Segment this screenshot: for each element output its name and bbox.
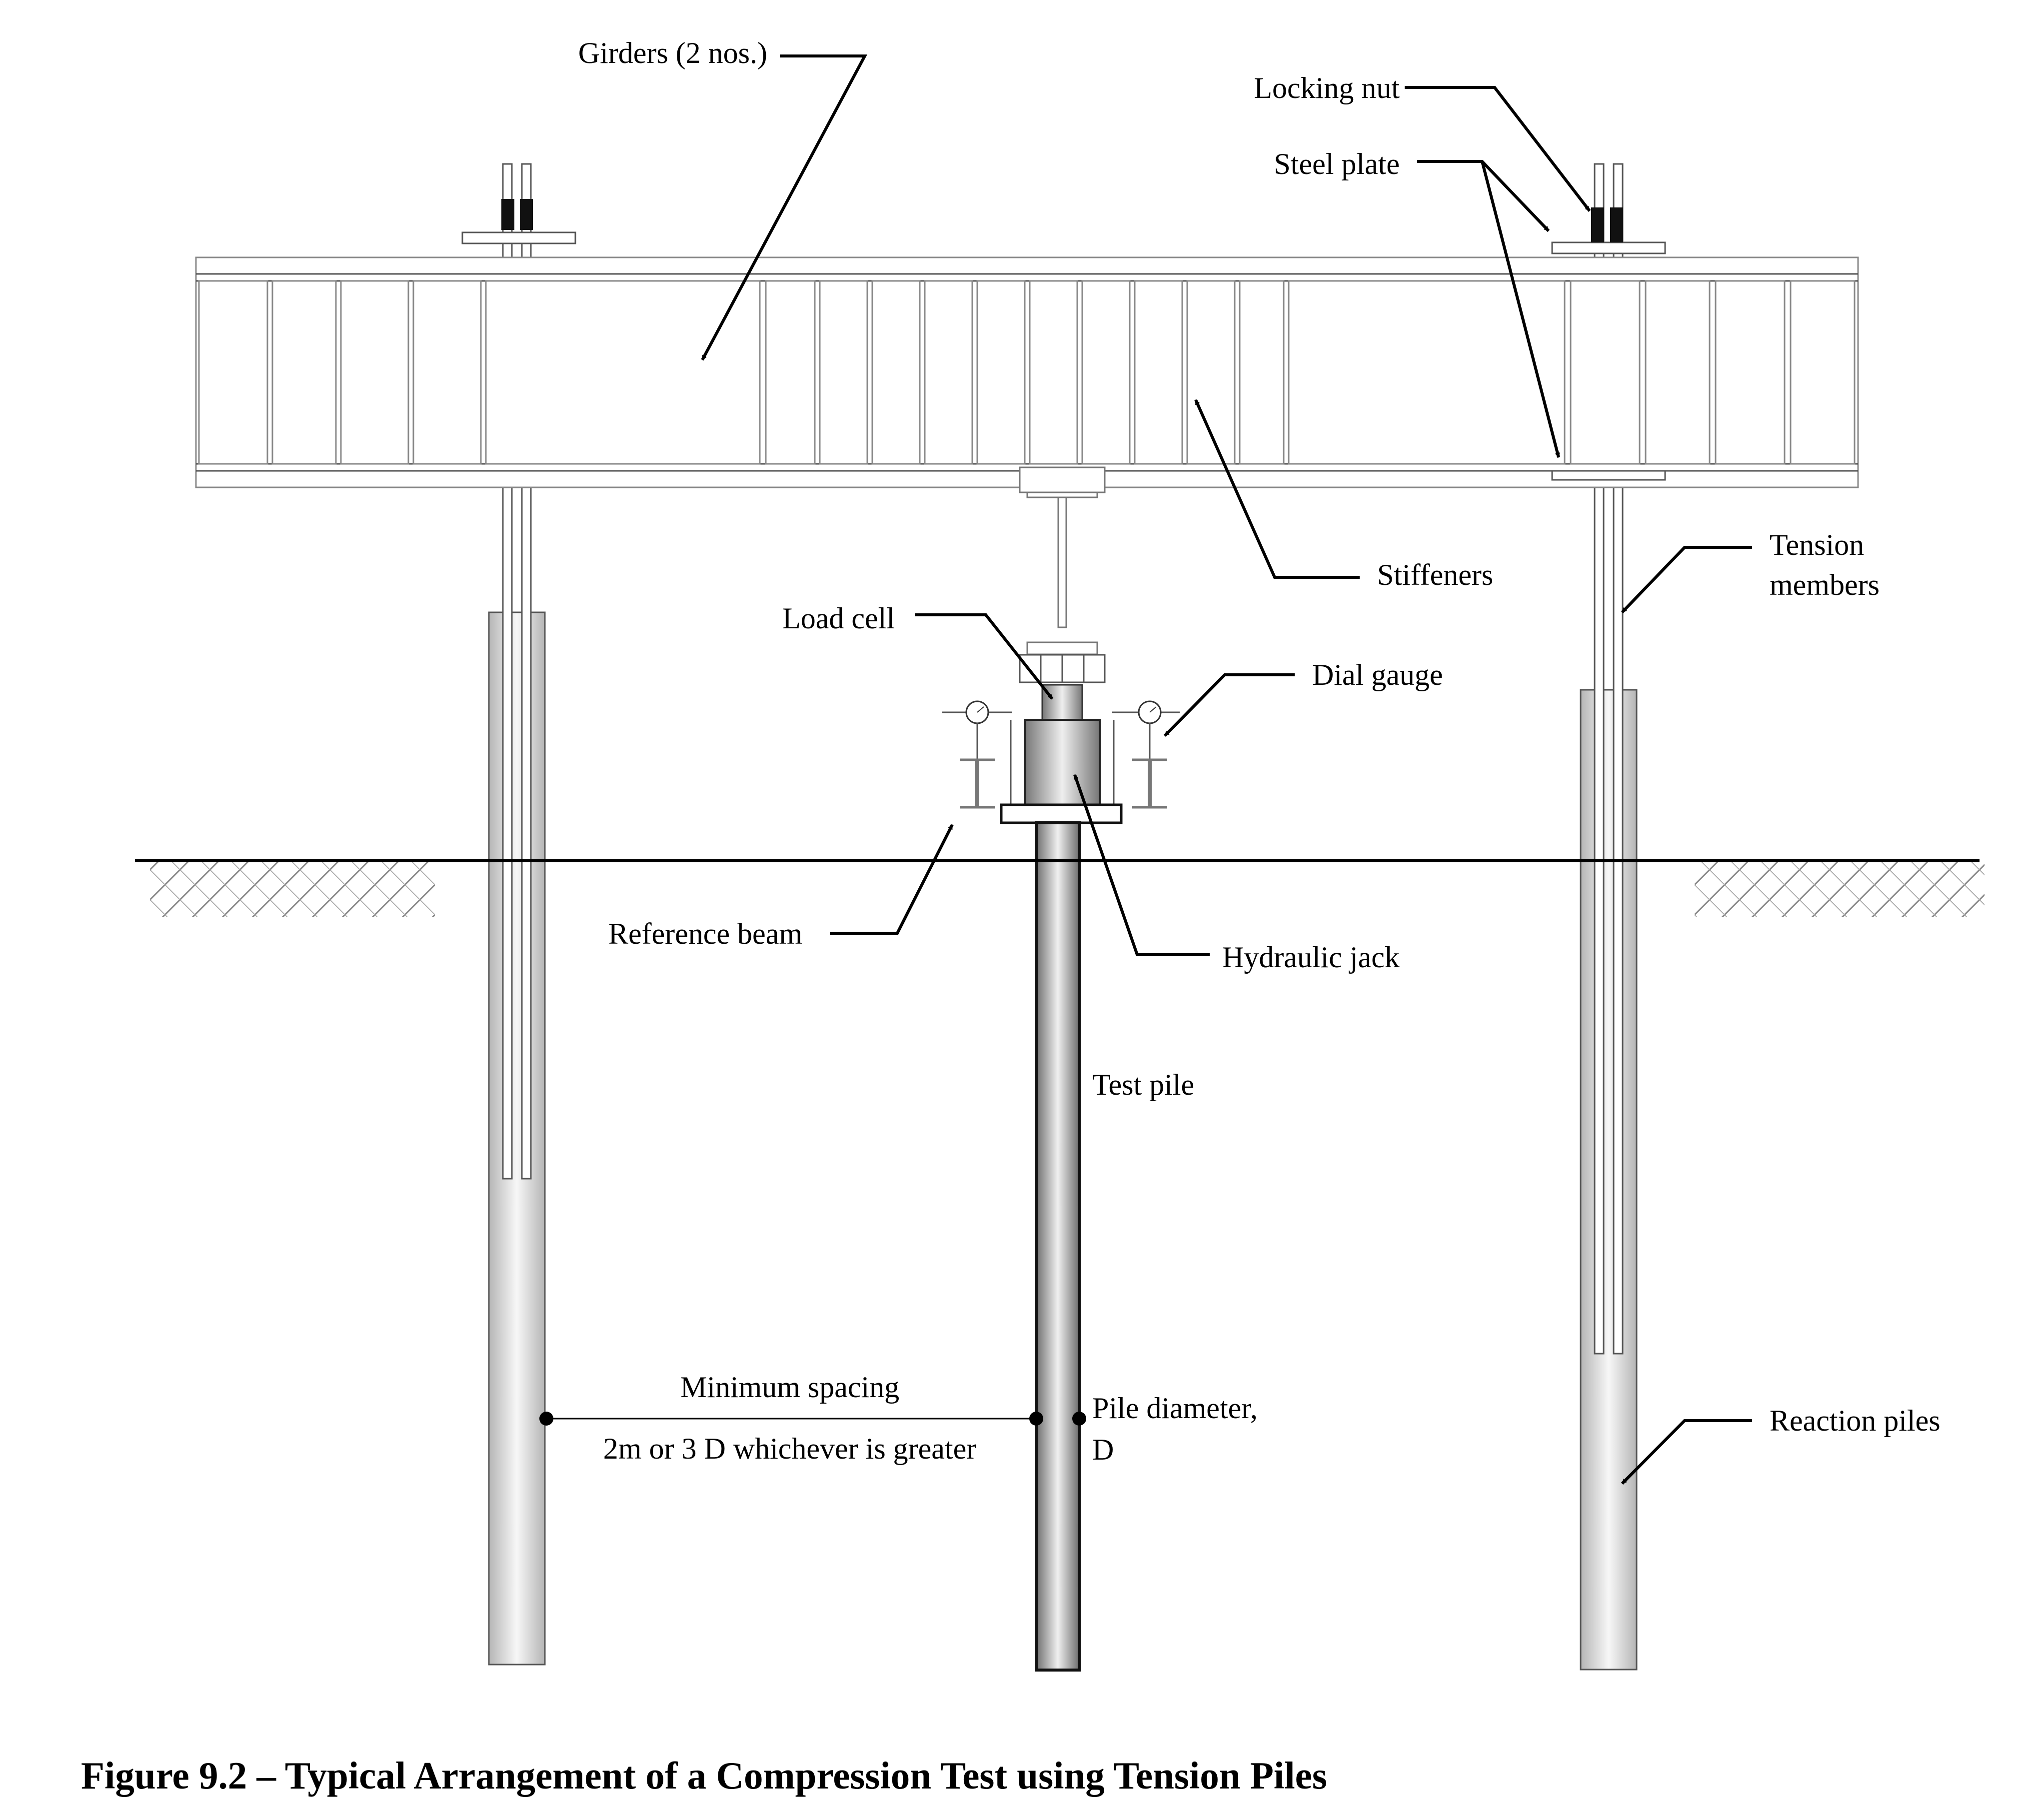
pile-cap-plate — [1000, 803, 1123, 824]
ground-hatch-left — [150, 862, 435, 917]
girders-leader — [701, 54, 868, 361]
tension-members-label-line2: members — [1770, 568, 1880, 601]
reference-beam-leader — [830, 824, 954, 935]
spreader-assembly — [1019, 466, 1106, 655]
load-cell-label: Load cell — [782, 602, 895, 635]
reference-beam-right — [1132, 758, 1167, 809]
hydraulic-jack-leader — [1073, 774, 1210, 956]
stiffener-panel — [924, 280, 973, 465]
stiffener-panel — [871, 280, 921, 465]
stiffener-panel — [1029, 280, 1078, 465]
reaction-pile-right — [1580, 689, 1638, 1671]
stiffener-panel — [1715, 280, 1786, 465]
locking-nut-label: Locking nut — [1254, 71, 1400, 104]
stiffener-panel — [765, 280, 816, 465]
locking-nut-right-2 — [1610, 207, 1623, 242]
stiffener-panel — [1790, 280, 1856, 465]
dial-gauge-left — [942, 700, 1012, 760]
tension-members-label-line1: Tension — [1770, 528, 1864, 561]
stiffeners-group — [198, 280, 1856, 465]
reaction-pile-left — [488, 611, 546, 1666]
hydraulic-jack-label: Hydraulic jack — [1222, 941, 1400, 974]
stiffener-panel — [976, 280, 1026, 465]
locking-nut-left-2 — [520, 199, 533, 230]
spacing-dimension — [539, 1412, 1086, 1426]
load-cell-leader — [915, 613, 1054, 700]
locking-nut-left-1 — [501, 199, 514, 230]
stiffener-panel — [271, 280, 337, 465]
stiffener-panel — [1081, 280, 1131, 465]
pile-diameter-label-line2: D — [1092, 1433, 1114, 1466]
dial-gauge-label: Dial gauge — [1312, 658, 1443, 691]
test-pile — [1035, 821, 1081, 1672]
test-pile-label: Test pile — [1092, 1068, 1194, 1101]
minimum-spacing-label: Minimum spacing — [680, 1371, 899, 1404]
stiffener-panel — [1570, 280, 1641, 465]
steel-plate-bottom-right — [1551, 470, 1666, 481]
steel-plate-top-left — [461, 231, 576, 244]
pile-diameter-label-line1: Pile diameter, — [1092, 1392, 1258, 1425]
tension-members-leader — [1621, 546, 1752, 614]
stiffener-panel — [819, 280, 868, 465]
spacing-rule-label: 2m or 3 D whichever is greater — [603, 1432, 976, 1465]
stiffener-panel — [412, 280, 482, 465]
locking-nut-right-1 — [1591, 207, 1604, 242]
reaction-piles-label: Reaction piles — [1770, 1404, 1941, 1437]
steel-plate-label: Steel plate — [1274, 147, 1400, 180]
reference-beam-label: Reference beam — [608, 917, 802, 950]
stiffener-panel — [1645, 280, 1711, 465]
ground-hatch-right — [1695, 862, 1985, 917]
dial-gauge-right — [1112, 700, 1180, 760]
reference-beam-left — [960, 758, 995, 809]
hydraulic-jack — [1024, 719, 1101, 806]
stiffener-panel — [1288, 280, 1566, 465]
girders-label: Girders (2 nos.) — [578, 36, 767, 69]
load-cell — [1019, 654, 1106, 721]
stiffener-panel — [1134, 280, 1183, 465]
stiffener-panel — [485, 280, 761, 465]
steel-plate-leader-top — [1417, 160, 1550, 232]
stiffener-panel — [340, 280, 409, 465]
dial-gauge-leader — [1163, 673, 1295, 737]
stiffeners-label: Stiffeners — [1377, 558, 1493, 591]
reaction-piles-leader — [1621, 1419, 1752, 1485]
figure-caption: Figure 9.2 – Typical Arrangement of a Co… — [81, 1754, 1327, 1797]
locking-nut-leader — [1405, 86, 1591, 212]
steel-plate-top-right — [1551, 241, 1666, 254]
steel-plate-leader-bottom — [1481, 161, 1560, 458]
stiffener-panel — [1239, 280, 1285, 465]
stiffeners-leader — [1194, 399, 1360, 579]
stiffener-panel — [198, 280, 268, 465]
